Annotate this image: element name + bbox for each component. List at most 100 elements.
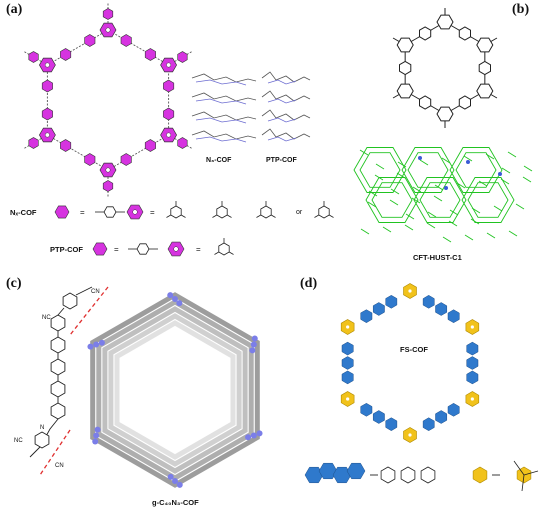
triazine-ring-4 [476,83,494,99]
linker-phenyl-2-0 [60,139,72,152]
pore-wall-layer-2 [102,306,248,474]
green-pore-0-1 [401,147,455,193]
arm-phenyl-0 [102,8,114,20]
panel-a: N₃-COF PTP-COF Nₓ-COF = = or PTP-COF = = [0,0,350,270]
ptp-cof-label: PTP-COF [266,157,297,164]
legend-eq-1: = [80,208,85,217]
legend-eq-2: = [150,208,155,217]
legend-row-ptp [92,238,234,257]
n-atom-0 [418,156,422,160]
nitrogen-site-3-0 [87,343,94,350]
panel-d: FS-COF [290,275,550,512]
chain-ring-3 [50,380,66,398]
chain-ring-1 [50,336,66,354]
arm-phenyl-3 [102,180,114,192]
linker-phenyl-3-0 [120,153,132,166]
legend-blue-unit-0 [304,466,324,484]
linker-phenyl-0-1 [60,48,72,61]
linker-phenyl-0-0 [84,34,96,47]
dibenzothiophene-unit-1-2 [341,370,354,385]
n-atom-1 [466,160,470,164]
legend-blue-unit-3 [346,462,366,480]
ptp-cof-legend-label: PTP-COF [50,245,83,254]
dibenzothiophene-unit-1-0 [341,341,354,356]
panel-label-d: (d) [300,276,318,291]
dibenzothiophene-unit-0-1 [372,302,385,316]
fs-cof-label: FS-COF [400,345,428,354]
legend-row-nx [54,201,334,220]
chain-ring-0 [50,314,66,332]
green-pore-0-2 [449,147,503,193]
legend-structure-ring-2 [420,466,436,484]
nitrogen-site-1-0 [176,481,183,488]
nitrogen-site-4-1 [172,296,178,302]
dibenzothiophene-unit-4-0 [466,370,479,385]
linker-phenyl-1-0 [41,79,53,93]
dibenzothiophene-unit-2-0 [360,403,373,417]
nitrogen-site-4-0 [167,292,174,299]
chain-ring-2 [50,358,66,376]
n-label: N [40,425,45,431]
legend-or: or [296,209,303,216]
dibenzothiophene-unit-4-1 [466,356,479,370]
nitrogen-site-0-0 [256,430,263,437]
dibenzothiophene-unit-5-2 [422,295,435,309]
dibenzothiophene-unit-3-2 [447,403,460,417]
cn-label-1: CN [91,289,100,295]
panel-label-c: (c) [6,276,22,291]
dibenzothiophene-unit-0-2 [360,309,373,323]
arm-phenyl-1 [28,51,39,63]
legend-core-variant-0 [170,205,182,219]
linker-phenyl-2-1 [84,153,96,166]
dibenzothiophene-unit-2-1 [372,410,385,424]
legend-core-variant-2 [260,205,272,219]
triazine-ring-0 [436,14,454,30]
phenyl-ring-2 [419,95,432,110]
triazine-ring-3 [436,106,454,122]
phenyl-ring-3 [458,95,471,110]
nc-label-1: NC [42,315,51,321]
cft-hust-c1-label: CFT-HUST-C1 [413,253,462,262]
dibenzothiophene-unit-5-0 [447,309,460,323]
stacking-side-views [191,71,311,143]
n-atom-2 [498,172,502,176]
legend-eq-3: = [114,245,119,254]
triazine-hexagon-structure [353,8,533,243]
nitrogen-site-1-2 [167,473,174,480]
dibenzothiophene-unit-5-1 [435,302,448,316]
dibenzothiophene-unit-1-1 [341,356,354,370]
nitrogen-site-2-1 [93,432,100,439]
dibenzothiophene-unit-2-2 [385,417,398,431]
nitrogen-site-5-1 [250,341,257,348]
phenyl-ring-4 [478,60,491,76]
top-pyridine [62,292,78,310]
nitrogen-site-5-0 [251,335,258,342]
green-pore-1-1 [413,177,467,223]
nc-label-2: NC [14,438,23,444]
legend-blue-unit-2 [332,466,352,484]
linker-phenyl-3-1 [144,139,156,152]
chain-ring-4 [50,402,66,420]
legend-pyridyl-icon [92,242,108,256]
cn-label-2: CN [55,463,64,469]
nitrogen-site-1-1 [172,478,178,484]
pore-wall-layer-0 [90,292,260,488]
linker-phenyl-5-1 [120,34,132,47]
pore-wall-layer-3 [108,313,242,467]
g-c40n3-structure [29,286,263,488]
nitrogen-site-0-1 [250,432,257,439]
legend-phenyl-icon [54,205,70,219]
panel-label-a: (a) [6,2,23,17]
legend-core-variant-1 [216,205,228,219]
nx-cof-legend-label: Nₓ-COF [10,208,37,217]
phenyl-ring-5 [458,26,471,41]
arm-phenyl-4 [177,137,188,149]
panel-b: CFT-HUST-C1 [350,0,550,270]
bottom-pyridine [34,431,50,449]
linker-phenyl-5-0 [144,48,156,61]
legend-eq-4: = [196,245,201,254]
g-c40n3-cof-label: g-C₄₀N₃-COF [152,498,199,507]
n3-cof-label: N₃-COF [206,157,232,164]
legend-structure-ring-1 [400,466,416,484]
nitrogen-site-0-2 [245,434,252,441]
